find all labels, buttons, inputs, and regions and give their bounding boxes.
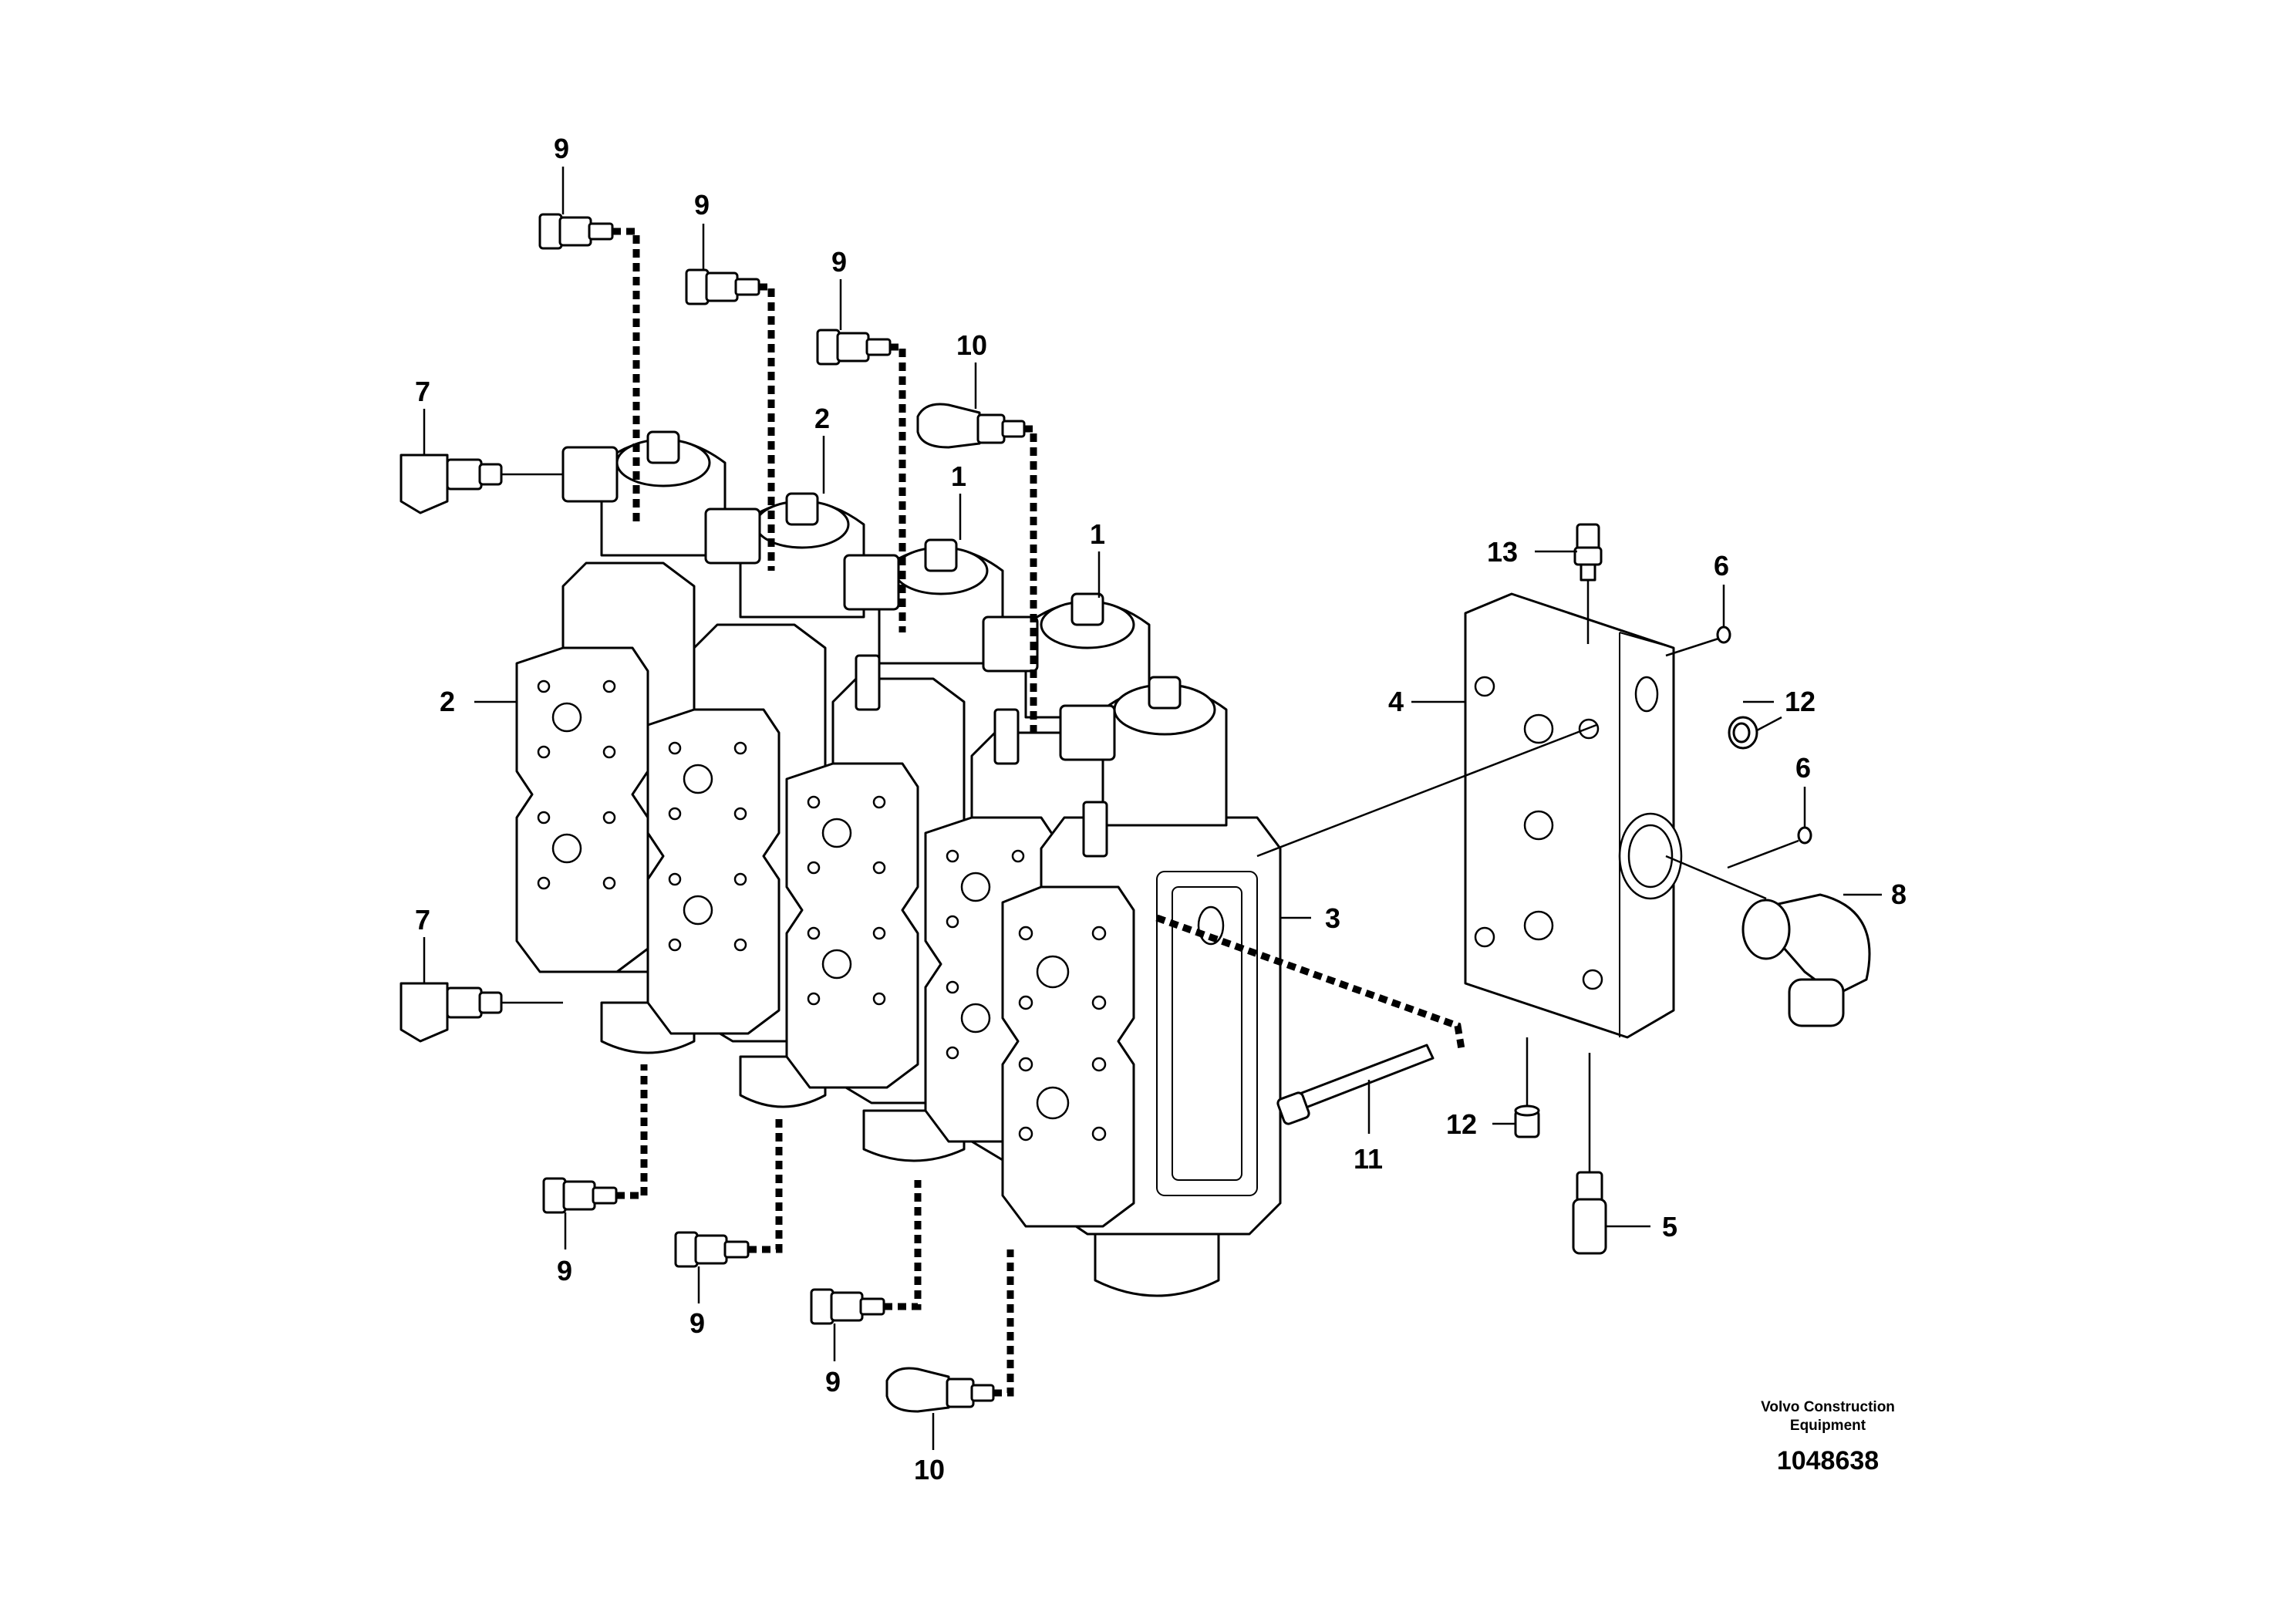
fitting-10-bottom — [885, 1367, 995, 1413]
callout-2-upper: 2 — [814, 403, 830, 434]
credit-line-2: Equipment — [1790, 1418, 1866, 1434]
fitting-7-upper — [400, 454, 503, 514]
o-ring-6-upper — [1716, 626, 1731, 644]
callout-9-top-2: 9 — [694, 189, 710, 221]
fitting-9-top-2 — [685, 268, 760, 305]
drawing-number: 1048638 — [1777, 1446, 1879, 1475]
sensor-13 — [1573, 523, 1603, 582]
callout-9-bottom-1: 9 — [557, 1255, 572, 1286]
callouts: 9 9 9 10 7 2 1 1 2 7 9 9 9 10 3 4 13 6 1… — [415, 133, 1907, 1485]
callout-3: 3 — [1325, 902, 1340, 934]
elbow-fitting-8 — [1741, 893, 1871, 1027]
callout-9-bottom-2: 9 — [689, 1307, 705, 1339]
callout-9-top-1: 9 — [554, 133, 569, 164]
plug-12-lower — [1514, 1104, 1540, 1138]
callout-7-lower: 7 — [415, 904, 430, 936]
fitting-9-top-3 — [816, 329, 892, 366]
callout-12-upper: 12 — [1785, 686, 1816, 717]
valve-section-a — [515, 430, 727, 1054]
callout-4: 4 — [1388, 686, 1404, 717]
callout-5: 5 — [1662, 1211, 1677, 1243]
callout-11: 11 — [1354, 1143, 1383, 1175]
callout-9-top-3: 9 — [831, 246, 847, 278]
callout-10-top: 10 — [956, 329, 987, 361]
valve-stack — [515, 430, 1282, 1297]
fitting-7-lower — [400, 982, 503, 1043]
bolt-11 — [1276, 1044, 1435, 1125]
callout-8: 8 — [1891, 878, 1907, 910]
leader-lines — [423, 167, 1882, 1450]
credit-block: Volvo Construction Equipment 1048638 — [1761, 1399, 1895, 1475]
credit-line-1: Volvo Construction — [1761, 1399, 1895, 1415]
sensor-5 — [1572, 1171, 1607, 1255]
fitting-9-top-1 — [538, 213, 614, 250]
callout-2-left: 2 — [440, 686, 455, 717]
callout-13: 13 — [1487, 536, 1518, 568]
callout-1-right: 1 — [1090, 518, 1105, 550]
callout-1-left: 1 — [951, 460, 966, 492]
callout-9-bottom-3: 9 — [825, 1366, 841, 1398]
assembly-paths — [612, 228, 1465, 1397]
callout-10-bottom: 10 — [914, 1454, 945, 1485]
plug-12-upper — [1728, 716, 1758, 750]
fitting-9-bottom-2 — [674, 1231, 750, 1268]
connector-block — [1464, 592, 1683, 1039]
callout-12-lower: 12 — [1446, 1108, 1477, 1140]
valve-section-e — [1001, 676, 1282, 1297]
fitting-10-top — [916, 403, 1026, 449]
callout-6-lower: 6 — [1795, 752, 1811, 784]
fitting-9-bottom-1 — [542, 1177, 618, 1214]
callout-6-upper: 6 — [1714, 550, 1729, 582]
valve-section-c — [785, 538, 1004, 1162]
o-ring-6-lower — [1797, 826, 1812, 845]
fitting-9-bottom-3 — [810, 1288, 885, 1325]
callout-7-upper: 7 — [415, 376, 430, 407]
